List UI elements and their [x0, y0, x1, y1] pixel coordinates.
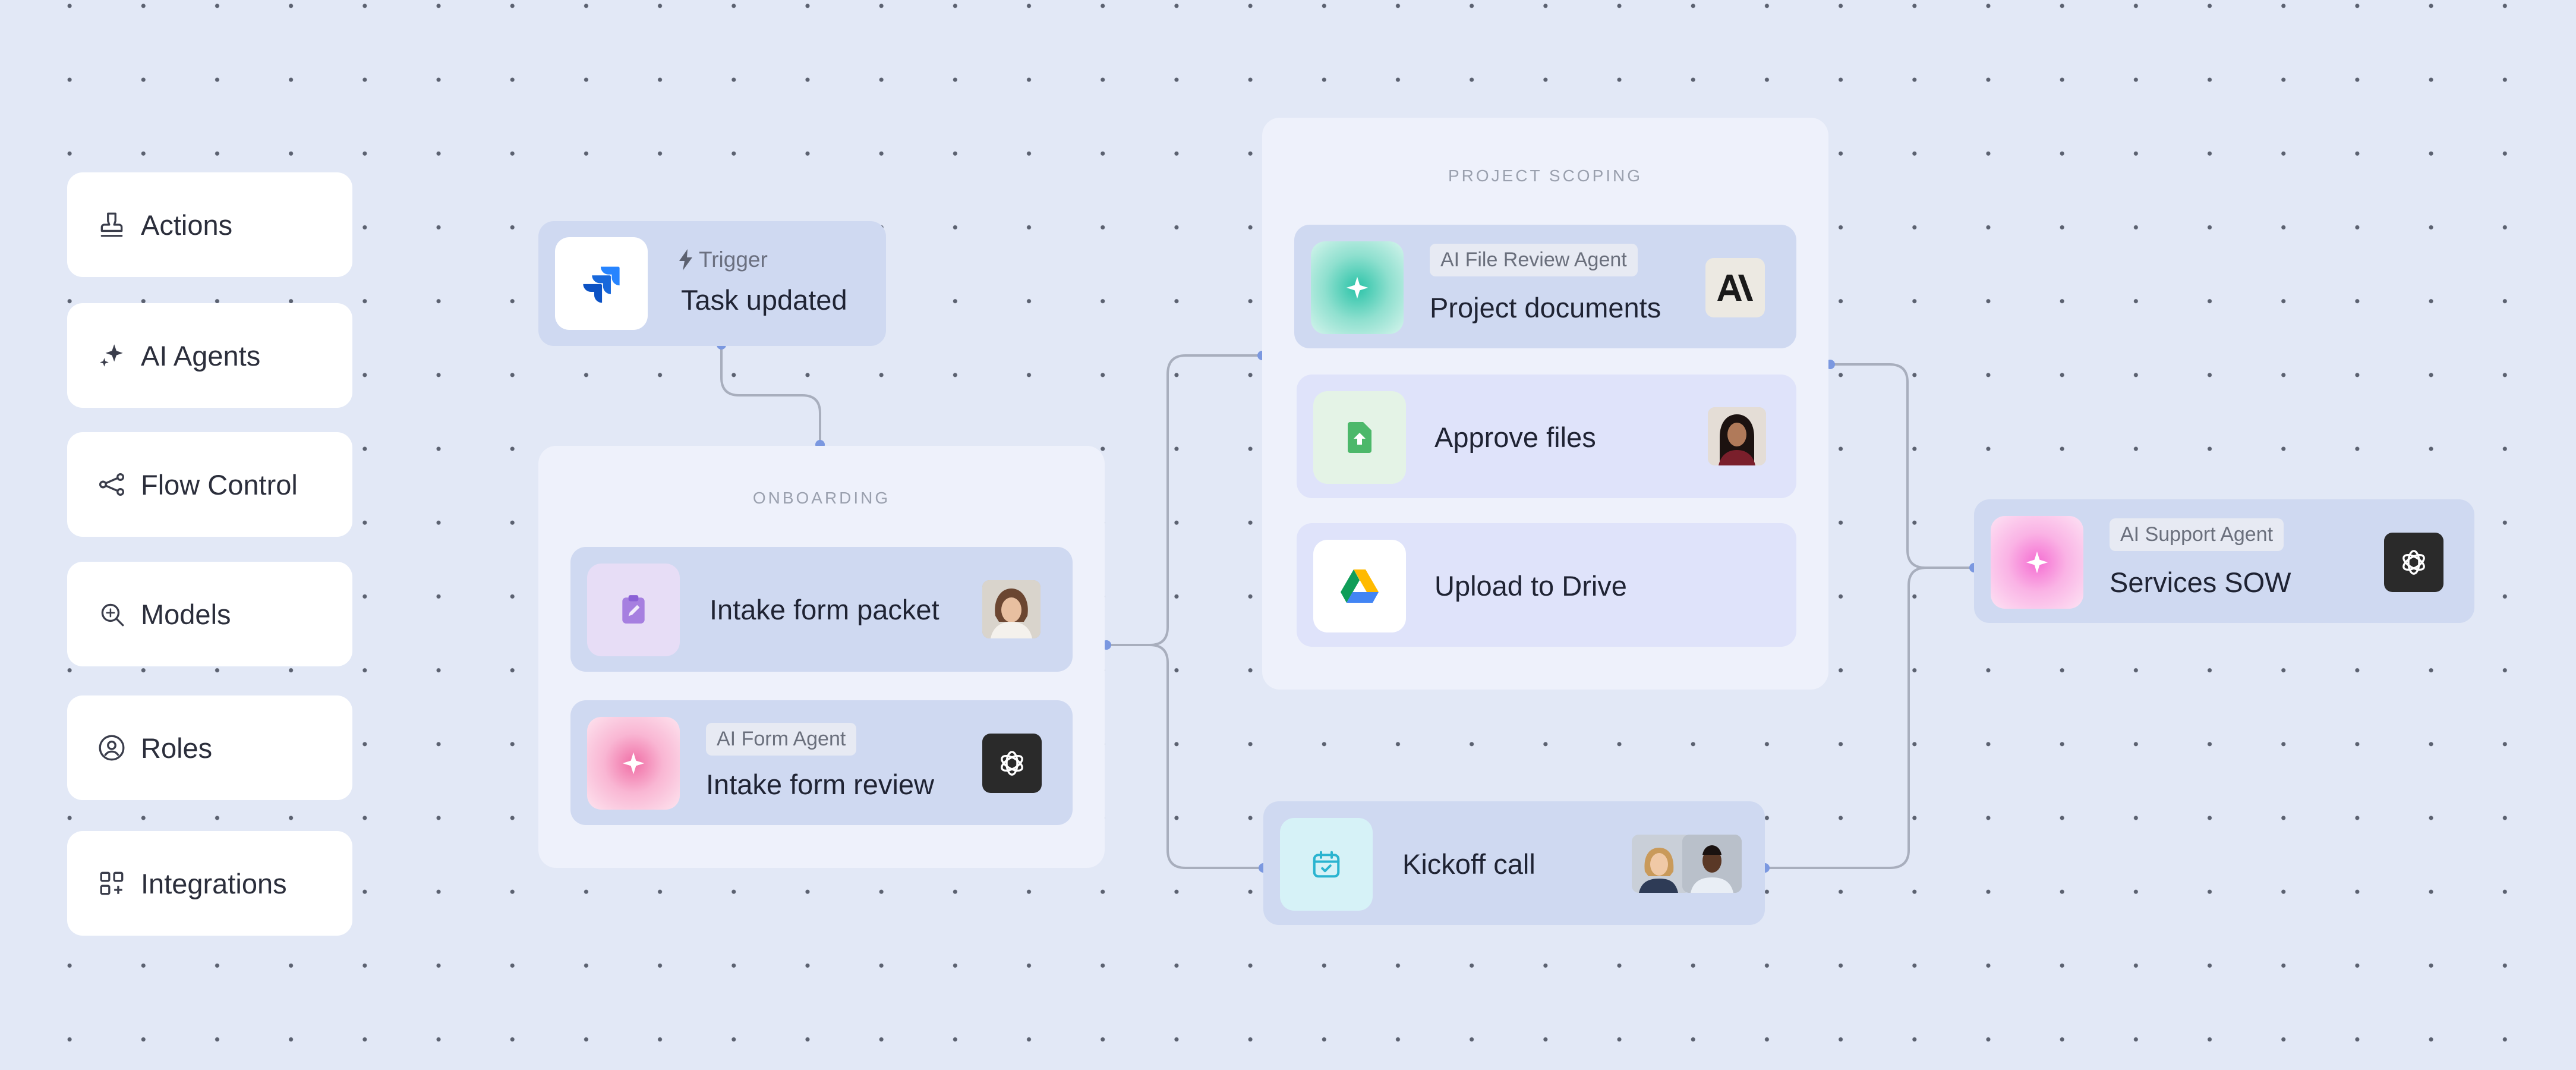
openai-logo-icon [982, 734, 1042, 793]
sidebar-item-label: Roles [141, 732, 213, 764]
sidebar-item-label: Integrations [141, 867, 287, 899]
intake-form-review-card[interactable]: AI Form Agent Intake form review [570, 700, 1073, 825]
card-title: Approve files [1434, 421, 1596, 453]
card-title: Upload to Drive [1434, 570, 1627, 602]
kickoff-call-card[interactable]: Kickoff call [1263, 801, 1765, 925]
sparkle-icon [587, 717, 680, 810]
card-title: Services SOW [2110, 567, 2291, 598]
sparkle-icon [1991, 516, 2083, 609]
jira-icon [555, 237, 648, 330]
anthropic-logo-icon [1705, 258, 1765, 317]
search-sparkle-icon [96, 598, 128, 630]
intake-form-packet-card[interactable]: Intake form packet [570, 547, 1073, 672]
upload-to-drive-card[interactable]: Upload to Drive [1297, 523, 1796, 647]
onboarding-group: ONBOARDING Intake form packet AI Form Ag… [538, 446, 1105, 868]
stamp-icon [96, 209, 128, 241]
avatar [1708, 407, 1766, 465]
sidebar-item-integrations[interactable]: Integrations [67, 831, 352, 936]
sidebar-item-label: Actions [141, 209, 233, 241]
project-documents-card[interactable]: AI File Review Agent Project documents [1294, 225, 1796, 348]
sidebar-item-actions[interactable]: Actions [67, 172, 352, 277]
clipboard-icon [587, 564, 680, 656]
calendar-check-icon [1280, 818, 1373, 911]
sidebar-item-roles[interactable]: Roles [67, 696, 352, 800]
file-upload-icon [1313, 391, 1406, 484]
google-drive-icon [1313, 540, 1406, 632]
sidebar-item-label: Models [141, 598, 231, 630]
sidebar-item-label: Flow Control [141, 468, 298, 501]
card-title: Intake form packet [710, 594, 939, 625]
sidebar-item-flow-control[interactable]: Flow Control [67, 432, 352, 537]
sparkle-icon [96, 339, 128, 372]
trigger-tag: Trigger [679, 247, 768, 272]
services-sow-card[interactable]: AI Support Agent Services SOW [1974, 499, 2474, 623]
avatar [1682, 835, 1742, 893]
trigger-card[interactable]: Trigger Task updated [538, 221, 886, 346]
agent-badge: AI Support Agent [2110, 518, 2284, 551]
card-title: Kickoff call [1402, 848, 1535, 880]
sidebar-item-models[interactable]: Models [67, 562, 352, 666]
avatar [982, 580, 1041, 638]
trigger-title: Task updated [681, 284, 847, 316]
openai-logo-icon [2384, 533, 2443, 592]
user-circle-icon [96, 732, 128, 764]
project-scoping-group: PROJECT SCOPING AI File Review Agent Pro… [1262, 118, 1828, 690]
sidebar-item-ai-agents[interactable]: AI Agents [67, 303, 352, 408]
approve-files-card[interactable]: Approve files [1297, 374, 1796, 498]
bolt-icon [679, 249, 694, 270]
card-title: Project documents [1430, 292, 1661, 323]
group-title: ONBOARDING [752, 489, 891, 507]
agent-badge: AI Form Agent [706, 723, 857, 756]
sparkle-icon [1311, 241, 1404, 334]
agent-badge: AI File Review Agent [1430, 244, 1638, 276]
grid-plus-icon [96, 867, 128, 899]
card-title: Intake form review [706, 769, 934, 800]
branch-icon [96, 468, 128, 501]
sidebar-item-label: AI Agents [141, 339, 261, 372]
avatar [1632, 835, 1691, 893]
group-title: PROJECT SCOPING [1448, 166, 1643, 185]
